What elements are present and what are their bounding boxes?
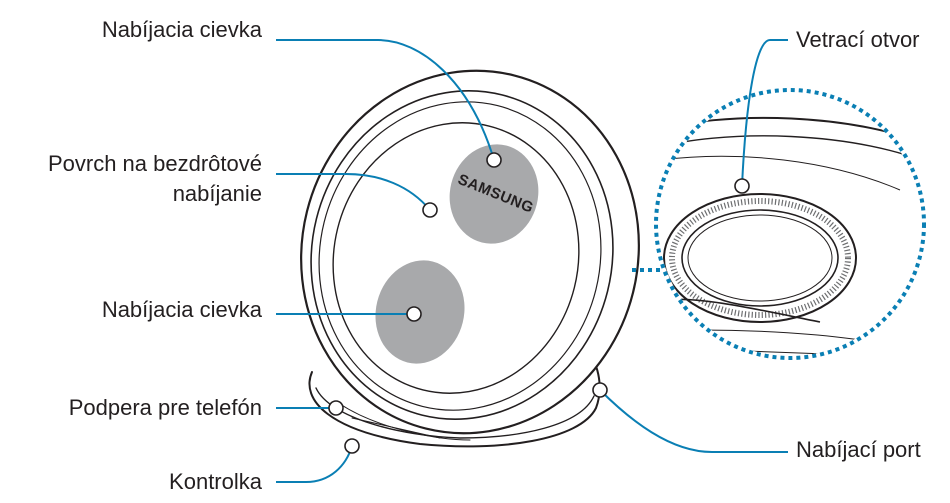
charging-coil-top xyxy=(449,144,539,244)
vent-opening-outer xyxy=(663,193,857,323)
vent-inset xyxy=(632,88,926,360)
label-charging-port: Nabíjací port xyxy=(796,437,921,462)
label-wireless-surface-line2: nabíjanie xyxy=(172,181,262,206)
label-wireless-surface-line1: Povrch na bezdrôtové xyxy=(47,151,262,176)
inset-dotted-border xyxy=(654,88,926,360)
leader-lines xyxy=(276,39,788,483)
label-phone-stand: Podpera pre telefón xyxy=(68,395,262,420)
wireless-charging-surface xyxy=(332,122,580,394)
label-indicator-light: Kontrolka xyxy=(169,469,262,494)
label-charging-coil-top: Nabíjacia cievka xyxy=(101,17,262,42)
label-vent-opening: Vetrací otvor xyxy=(796,27,920,52)
label-charging-coil-bottom: Nabíjacia cievka xyxy=(101,297,262,322)
